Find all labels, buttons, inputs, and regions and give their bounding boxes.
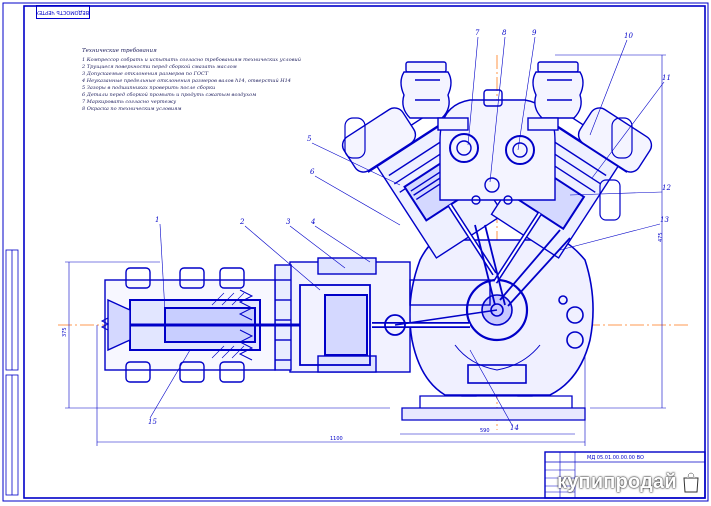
watermark-text: купипродай (557, 470, 677, 493)
note-line: 2 Трущиеся поверхности перед сборкой сма… (82, 64, 237, 70)
note-line: 3 Допускаемые отклонения размеров по ГОС… (82, 71, 209, 77)
note-line: 4 Неуказанные предельные отклонения разм… (82, 78, 291, 84)
notes-title: Технические требования (82, 48, 157, 54)
callout-4: 4 (310, 218, 315, 226)
first-stage-head (100, 267, 300, 383)
sheet-border-inner (23, 5, 706, 499)
dimension-values: 1100 590 375 475 (62, 232, 664, 442)
valve-heads (341, 89, 653, 205)
callout-8: 8 (502, 29, 507, 37)
side-coolers (344, 117, 633, 221)
dim-left-height: 375 (62, 327, 68, 337)
callout-numbers: 1 2 3 4 5 6 7 8 9 10 11 12 13 14 15 (148, 29, 671, 432)
callout-12: 12 (662, 184, 671, 192)
section-hatching (211, 292, 245, 359)
shopping-bag-icon (681, 470, 701, 494)
callout-13: 13 (660, 216, 669, 224)
technical-requirements: Технические требования 1 Компрессор собр… (82, 48, 312, 113)
note-line: 1 Компрессор собрать и испытать согласно… (82, 57, 301, 63)
callout-6: 6 (310, 168, 315, 176)
callout-1: 1 (155, 216, 159, 224)
intake-filters (400, 61, 584, 131)
callout-2: 2 (239, 218, 245, 226)
note-line: 6 Детали перед сборкой промыть и продуть… (82, 92, 257, 98)
callout-11: 11 (662, 74, 671, 82)
left-margin-strips (5, 249, 19, 496)
watermark: купипродай (557, 462, 707, 502)
title-block (544, 451, 706, 499)
callout-15: 15 (148, 418, 157, 426)
callout-14: 14 (510, 424, 519, 432)
callout-10: 10 (624, 32, 633, 40)
crankcase (408, 236, 594, 396)
dim-width: 1100 (330, 436, 343, 442)
leader-lines (149, 36, 665, 426)
horizontal-stage (274, 257, 498, 373)
callout-9: 9 (532, 29, 537, 37)
callout-5: 5 (307, 135, 312, 143)
callout-7: 7 (475, 29, 480, 37)
note-line: 7 Маркировать согласно чертежу (82, 99, 177, 105)
dim-base: 590 (480, 428, 490, 434)
title-block-code: МД 05.01.00.00.00 ВО (587, 455, 644, 461)
note-line: 5 Зазоры в подшипниках проверить после с… (82, 85, 216, 91)
callout-3: 3 (286, 218, 291, 226)
dim-right-height: 475 (658, 232, 664, 242)
sheet-stamp: ВЕДОМОСТЬ ЧЕРТЕЖА (36, 5, 90, 19)
dimension-lines (65, 54, 666, 446)
note-line: 8 Окраска по техническим условиям (82, 106, 182, 112)
connecting-rods (474, 224, 571, 307)
